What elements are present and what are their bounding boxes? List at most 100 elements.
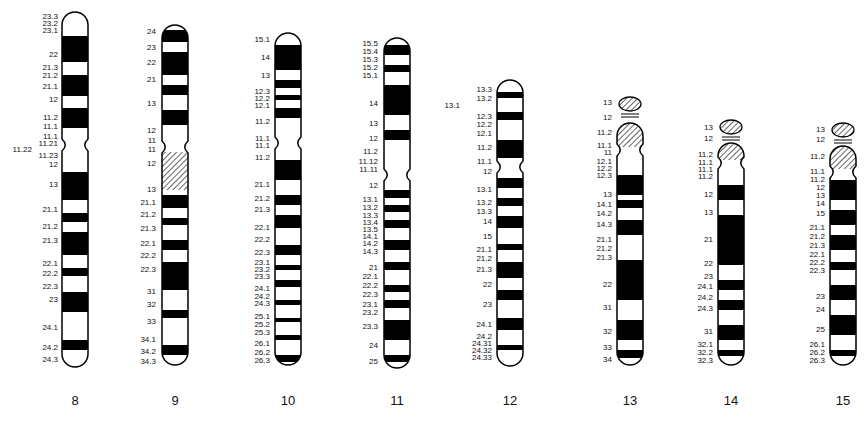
band-label: 13 [261, 72, 270, 80]
dark-band [496, 140, 524, 158]
band-label: 23.2 [362, 309, 378, 317]
band-label: 22.1 [362, 273, 378, 281]
band-label: 11.1 [810, 168, 825, 176]
chromosome-outline [718, 143, 744, 365]
dark-band [383, 65, 411, 72]
band-label: 13 [704, 209, 713, 217]
band-label: 22.3 [254, 249, 270, 257]
band-label: 15 [483, 233, 492, 241]
satellite [720, 120, 742, 134]
band-label: 12 [49, 161, 58, 169]
band-label: 22.3 [42, 283, 58, 291]
band-label: 23.3 [254, 273, 270, 281]
band-label: 22.1 [809, 251, 825, 259]
dark-band [383, 205, 411, 212]
band-label: 12 [704, 191, 713, 199]
band-label: 12 [369, 182, 378, 190]
dark-band [717, 350, 745, 356]
band-label: 25.1 [254, 313, 270, 321]
band-label: 21.1 [476, 246, 492, 254]
chromosome-number: 15 [836, 394, 850, 407]
band-label: 22.1 [42, 260, 58, 268]
band-label: 14 [816, 200, 825, 208]
band-label: 11.1 [255, 142, 270, 150]
band-label: 22 [49, 51, 58, 59]
band-label: 26.1 [254, 340, 270, 348]
band-label: 21.2 [596, 245, 612, 253]
dark-band [616, 260, 644, 300]
dark-band [496, 290, 524, 300]
dark-band [274, 318, 302, 322]
band-label: 22.3 [140, 266, 156, 274]
band-label: 14.1 [596, 201, 612, 209]
dark-band [61, 36, 89, 62]
band-label: 13 [369, 120, 378, 128]
chromosome-number: 10 [281, 394, 295, 407]
band-label: 22.2 [140, 252, 156, 260]
chromosome-body [617, 123, 643, 365]
dark-band [161, 30, 189, 42]
chromosome-outline [617, 123, 643, 365]
dark-band [161, 240, 189, 250]
dark-band [61, 268, 89, 276]
band-label: 11.2 [810, 153, 825, 161]
band-label: 22.3 [362, 291, 378, 299]
band-label: 14 [483, 218, 492, 226]
dark-band [274, 195, 302, 205]
chromosome-body [384, 38, 410, 368]
band-label: 21.1 [596, 236, 612, 244]
stalk [834, 143, 852, 144]
band-label: 12 [816, 184, 825, 192]
dark-band [829, 350, 857, 356]
band-label: 32.2 [697, 349, 713, 357]
band-label: 23 [704, 273, 713, 281]
band-label: 11 [148, 137, 156, 145]
dark-band [161, 262, 189, 290]
chromosome-number: 14 [724, 394, 738, 407]
satellite [832, 123, 854, 137]
dark-band [496, 262, 524, 278]
band-label: 34.2 [140, 348, 156, 356]
band-label: 15.5 [362, 40, 378, 48]
band-label: 14 [369, 100, 378, 108]
band-label: 11.22 [13, 146, 32, 154]
dark-band [383, 190, 411, 198]
band-label: 21.3 [42, 64, 58, 72]
band-label: 21.2 [42, 72, 58, 80]
band-label: 11 [148, 146, 156, 154]
band-label: 26.2 [254, 349, 270, 357]
band-label: 11.2 [363, 148, 378, 156]
band-label: 14.3 [362, 248, 378, 256]
chromosome-body [62, 12, 88, 367]
band-label: 12 [369, 135, 378, 143]
chromosome-outline [497, 80, 523, 366]
band-label: 13.3 [476, 208, 492, 216]
dark-band [161, 52, 189, 75]
band-label: 24.3 [254, 300, 270, 308]
dark-band [496, 318, 524, 330]
band-label: 26.2 [809, 349, 825, 357]
dark-band [717, 215, 745, 265]
dark-band [383, 320, 411, 340]
band-label: 15.1 [254, 36, 270, 44]
band-label: 15.3 [362, 56, 378, 64]
band-label: 11.1 [43, 123, 58, 131]
band-label: 22 [704, 260, 713, 268]
dark-band [383, 355, 411, 362]
band-label: 24.1 [42, 324, 58, 332]
band-label: 13 [147, 186, 156, 194]
chromosome-outline [275, 33, 301, 365]
band-label: 14.2 [596, 210, 612, 218]
band-label: 13 [816, 126, 825, 134]
stalk [722, 140, 740, 141]
dark-band [383, 130, 411, 140]
band-label: 25 [816, 326, 825, 334]
band-label: 34.3 [140, 358, 156, 366]
band-label: 23.1 [42, 27, 58, 35]
band-label: 21.1 [254, 181, 270, 189]
band-label: 22.3 [809, 267, 825, 275]
band-label: 24.2 [697, 294, 713, 302]
band-label: 34.1 [140, 336, 156, 344]
heterochromatin [161, 152, 189, 190]
band-label: 11.2 [698, 151, 713, 159]
